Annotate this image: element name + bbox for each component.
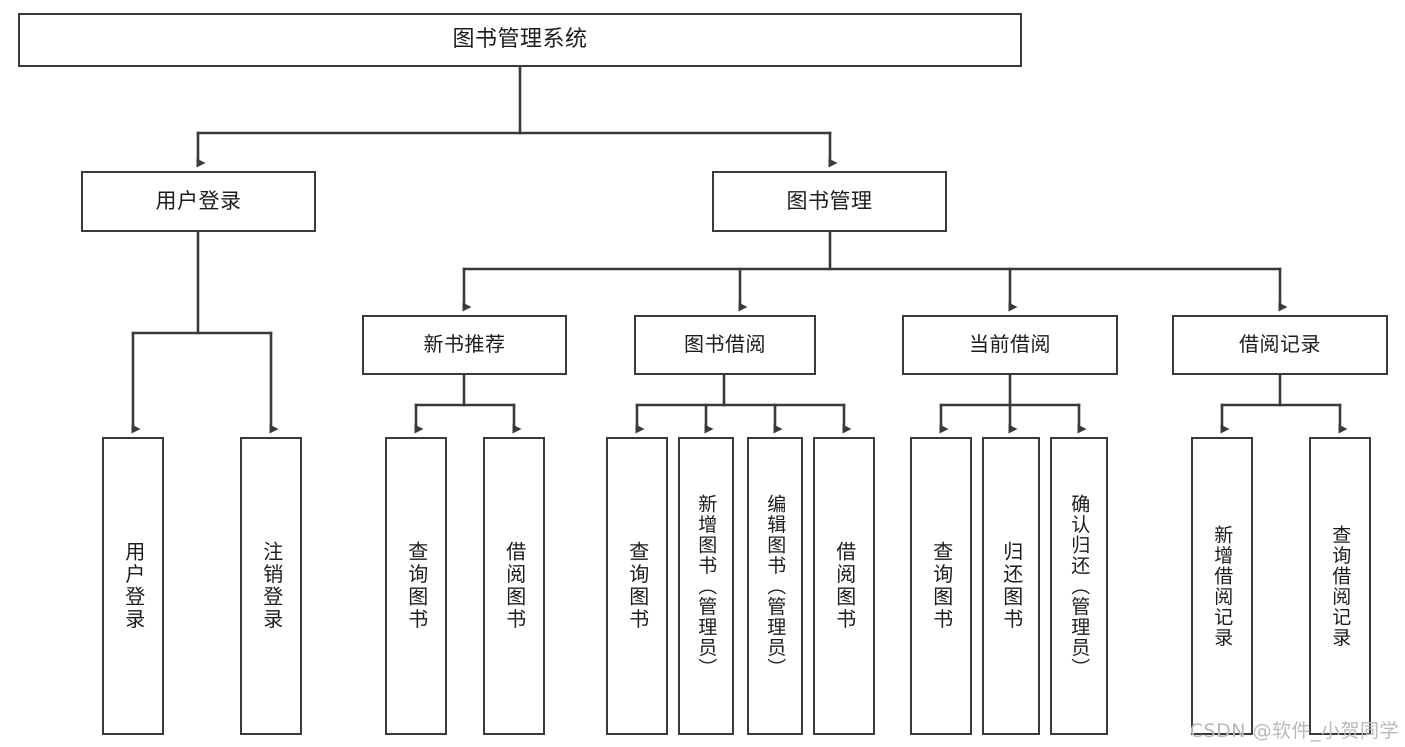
node-label: 图书管理系统 [452, 26, 588, 52]
leaf-current-borrow-query-book[interactable]: 查询图书 [910, 437, 972, 735]
node-book-borrow[interactable]: 图书借阅 [634, 315, 816, 375]
leaf-book-borrow-add-book-admin[interactable]: 新增图书（管理员） [678, 437, 734, 735]
node-label: 查询图书 [625, 541, 650, 631]
leaf-current-borrow-return-book[interactable]: 归还图书 [982, 437, 1040, 735]
node-label: 借阅图书 [832, 541, 857, 631]
node-label: 新增借阅记录 [1211, 524, 1234, 648]
node-current-borrow[interactable]: 当前借阅 [902, 315, 1118, 375]
node-label: 查询借阅记录 [1329, 524, 1352, 648]
node-label: 查询图书 [404, 541, 429, 631]
node-label: 用户登录 [121, 541, 146, 631]
leaf-new-book-borrow-book[interactable]: 借阅图书 [483, 437, 545, 735]
leaf-new-book-query-book[interactable]: 查询图书 [385, 437, 447, 735]
node-label: 图书管理 [786, 189, 873, 214]
node-label: 图书借阅 [684, 332, 766, 357]
leaf-book-borrow-edit-book-admin[interactable]: 编辑图书（管理员） [747, 437, 803, 735]
leaf-user-login-logout[interactable]: 注销登录 [240, 437, 302, 735]
leaf-current-borrow-confirm-return-admin[interactable]: 确认归还（管理员） [1050, 437, 1108, 735]
node-label: 用户登录 [155, 189, 242, 214]
node-label: 编辑图书（管理员） [764, 493, 787, 679]
node-label: 查询图书 [929, 541, 954, 631]
leaf-borrow-record-add-record[interactable]: 新增借阅记录 [1191, 437, 1253, 735]
node-label: 归还图书 [999, 541, 1024, 631]
node-label: 新书推荐 [423, 332, 506, 357]
leaf-borrow-record-query-record[interactable]: 查询借阅记录 [1309, 437, 1371, 735]
node-label: 借阅图书 [502, 541, 527, 631]
node-root-book-management-system[interactable]: 图书管理系统 [18, 13, 1022, 67]
node-book-management[interactable]: 图书管理 [712, 171, 947, 232]
node-label: 注销登录 [259, 541, 284, 631]
node-user-login[interactable]: 用户登录 [81, 171, 316, 232]
node-label: 当前借阅 [969, 332, 1051, 357]
node-new-book-recommend[interactable]: 新书推荐 [362, 315, 567, 375]
node-borrow-record[interactable]: 借阅记录 [1172, 315, 1388, 375]
node-label: 新增图书（管理员） [695, 493, 718, 679]
leaf-book-borrow-borrow-book[interactable]: 借阅图书 [813, 437, 875, 735]
node-label: 确认归还（管理员） [1068, 493, 1091, 679]
node-label: 借阅记录 [1239, 332, 1321, 357]
leaf-user-login-login[interactable]: 用户登录 [102, 437, 164, 735]
leaf-book-borrow-query-book[interactable]: 查询图书 [606, 437, 668, 735]
